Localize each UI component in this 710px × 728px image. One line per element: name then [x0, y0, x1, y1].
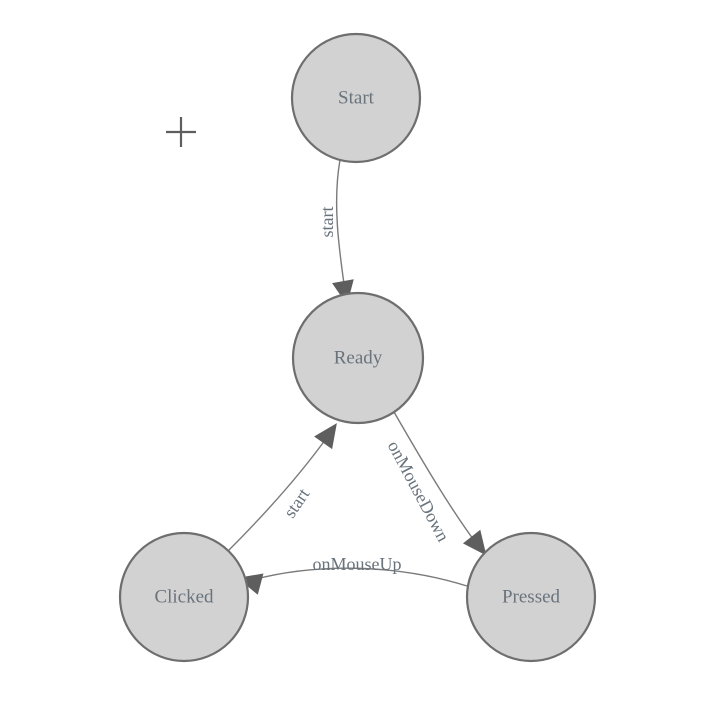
node-shape — [118, 531, 250, 663]
node-label-start: Start — [338, 87, 375, 108]
node-start[interactable]: Start — [290, 32, 422, 164]
node-shape — [290, 32, 422, 164]
node-shape — [291, 291, 425, 425]
edge-label-start-to-ready: start — [317, 207, 337, 238]
node-shape — [465, 531, 597, 663]
node-label-ready: Ready — [334, 347, 383, 368]
edge-ready-to-pressed[interactable]: onMouseDown — [384, 411, 495, 562]
edge-clicked-to-ready[interactable]: start — [227, 417, 346, 552]
node-clicked[interactable]: Clicked — [118, 531, 250, 663]
node-label-clicked: Clicked — [154, 586, 214, 607]
arrowhead-icon — [462, 529, 487, 556]
edge-label-pressed-to-clicked: onMouseUp — [313, 554, 402, 574]
edge-line — [335, 159, 346, 292]
edges-layer: start onMouseDown onMouseUp start — [227, 159, 495, 595]
nodes-layer: Start Ready Clicked Pressed — [118, 32, 597, 663]
edge-line — [393, 411, 477, 544]
edge-line — [227, 435, 329, 552]
node-label-pressed: Pressed — [502, 586, 561, 607]
edge-start-to-ready[interactable]: start — [317, 159, 358, 307]
arrowhead-icon — [314, 423, 337, 450]
edge-pressed-to-clicked[interactable]: onMouseUp — [235, 554, 468, 595]
edge-line — [251, 567, 468, 587]
node-pressed[interactable]: Pressed — [465, 531, 597, 663]
crosshair-icon[interactable] — [166, 117, 196, 147]
node-ready[interactable]: Ready — [291, 291, 425, 425]
